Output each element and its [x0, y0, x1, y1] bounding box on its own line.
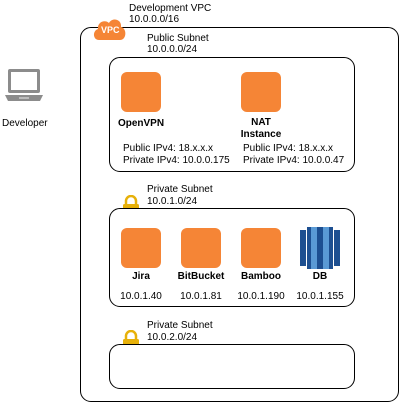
nat-instance-icon [241, 72, 281, 112]
bitbucket-instance-icon [181, 228, 221, 268]
database-icon [300, 227, 340, 269]
openvpn-private-ip: Private IPv4: 10.0.0.175 [123, 155, 230, 166]
developer-group: Developer [0, 68, 48, 132]
public-subnet-cidr: 10.0.0.0/24 [147, 44, 198, 55]
public-subnet-name: Public Subnet [147, 33, 209, 44]
nat-public-ip: Public IPv4: 18.x.x.x [243, 143, 334, 154]
nat-label-line2: Instance [240, 129, 282, 140]
bamboo-instance-icon [241, 228, 281, 268]
db-label: DB [312, 271, 328, 282]
openvpn-instance-icon [121, 72, 161, 112]
private-subnet-2-cidr: 10.0.2.0/24 [147, 332, 198, 343]
private-subnet-2-box [109, 344, 355, 389]
vpc-name: Development VPC [129, 3, 212, 14]
openvpn-label: OpenVPN [117, 118, 165, 129]
vpc-cloud-icon [93, 19, 126, 40]
private-subnet-2-name: Private Subnet [147, 320, 213, 331]
jira-ip: 10.0.1.40 [120, 291, 162, 302]
db-ip: 10.0.1.155 [296, 291, 344, 302]
bitbucket-ip: 10.0.1.81 [180, 291, 222, 302]
private-subnet-1-name: Private Subnet [147, 184, 213, 195]
bamboo-label: Bamboo [241, 271, 281, 282]
laptop-icon [5, 69, 43, 101]
jira-instance-icon [121, 228, 161, 268]
vpc-badge: VPC [101, 25, 120, 35]
private-subnet-1-cidr: 10.0.1.0/24 [147, 196, 198, 207]
bamboo-ip: 10.0.1.190 [237, 291, 285, 302]
bitbucket-label: BitBucket [177, 271, 225, 282]
nat-private-ip: Private IPv4: 10.0.0.47 [243, 155, 345, 166]
openvpn-public-ip: Public IPv4: 18.x.x.x [123, 143, 214, 154]
developer-label: Developer [2, 118, 48, 129]
vpc-cidr: 10.0.0.0/16 [129, 14, 180, 25]
jira-label: Jira [132, 271, 150, 282]
nat-label-line1: NAT [251, 117, 271, 128]
